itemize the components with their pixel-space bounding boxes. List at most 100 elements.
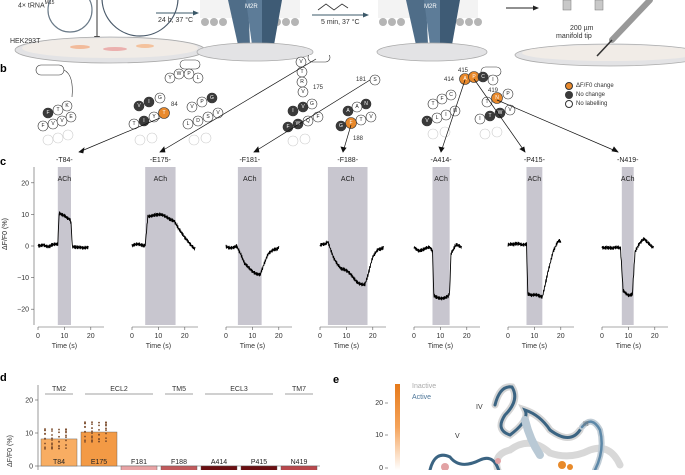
- group-label: TM2: [52, 386, 66, 393]
- data-point: [105, 421, 107, 424]
- ach-stimulus-band: [57, 167, 71, 325]
- x-tick-label: 20: [651, 333, 659, 340]
- group-label: TM7: [292, 386, 306, 393]
- bar-label: F188: [171, 459, 187, 466]
- svg-text:V: V: [137, 103, 141, 109]
- ach-label: ACh: [434, 176, 448, 183]
- data-point: [91, 432, 93, 434]
- svg-text:T: T: [132, 121, 135, 127]
- x-axis-label: Time (s): [240, 343, 265, 350]
- incubation-step-2: 5 min, 37 °C: [321, 19, 360, 26]
- manifold-tip-icon: [514, 0, 685, 67]
- svg-text:P: P: [200, 99, 204, 105]
- data-point: [98, 438, 100, 441]
- x-tick-label: 20: [87, 333, 95, 340]
- data-point: [58, 445, 60, 448]
- svg-text:F: F: [41, 123, 44, 129]
- panel-b-label: b: [0, 63, 7, 75]
- trna-label: 4× tRNAM15: [18, 0, 55, 10]
- bar-label: F181: [131, 459, 147, 466]
- x-tick-label: 20: [369, 333, 377, 340]
- svg-text:A: A: [346, 108, 350, 114]
- svg-text:P: P: [472, 74, 476, 80]
- fluorescence-trace: [37, 211, 89, 250]
- pointer-arrows: [78, 58, 619, 154]
- plasmid-icon: [47, 0, 93, 33]
- svg-text:V: V: [301, 104, 305, 110]
- svg-text:I: I: [445, 112, 446, 118]
- svg-text:L: L: [436, 115, 439, 121]
- legend-item-change: ΔF/F0 change: [565, 82, 614, 90]
- data-point: [84, 430, 86, 433]
- receptor-label: M2R: [424, 4, 437, 10]
- data-point: [84, 439, 86, 442]
- svg-text:G: G: [158, 95, 162, 101]
- x-tick-label: 10: [343, 333, 351, 340]
- svg-text:E: E: [69, 114, 73, 120]
- svg-text:V: V: [508, 107, 512, 113]
- y-tick-label: 0: [29, 464, 33, 471]
- data-point: [44, 442, 46, 445]
- svg-text:A: A: [463, 76, 467, 82]
- residue-legend: ΔF/F0 change No change No labelling: [565, 82, 614, 108]
- svg-text:Y: Y: [168, 75, 172, 81]
- bar-f188: [160, 465, 198, 475]
- data-point: [91, 427, 93, 429]
- y-tick-label: 0: [25, 244, 29, 251]
- svg-text:T: T: [162, 110, 165, 116]
- position-181-label: 181: [356, 77, 367, 83]
- data-point: [44, 429, 46, 432]
- x-tick-label: 20: [463, 333, 471, 340]
- legend-item-no-labelling: No labelling: [565, 100, 614, 108]
- svg-text:F: F: [286, 124, 289, 130]
- data-point: [65, 444, 67, 446]
- svg-text:V: V: [190, 104, 194, 110]
- data-point: [84, 440, 86, 443]
- bar-label: A414: [211, 459, 227, 466]
- panel-a-schematic: 4× tRNAM15 HEK293T 24 h, 37 °C 5 min, 37…: [0, 0, 685, 95]
- x-tick-label: 0: [36, 333, 40, 340]
- data-point: [51, 428, 53, 431]
- bar-t84: [40, 438, 78, 467]
- data-point: [91, 436, 93, 439]
- data-point: [58, 431, 60, 434]
- fluorescence-trace: [225, 244, 280, 277]
- trace-title: -F188-: [337, 157, 358, 164]
- y-tick-label: 10: [25, 431, 33, 438]
- data-point: [98, 428, 100, 431]
- bar-e175: [80, 431, 118, 467]
- svg-text:T: T: [56, 107, 59, 113]
- data-point: [91, 439, 93, 442]
- reagent-structure-icon: [317, 3, 349, 11]
- trace-title: -A414-: [431, 157, 453, 164]
- x-tick-label: 10: [61, 333, 69, 340]
- data-point: [91, 421, 93, 424]
- ach-label: ACh: [58, 176, 72, 183]
- plasmid-icon: [101, 0, 179, 37]
- x-axis-label: Time (s): [616, 343, 641, 350]
- x-tick-label: 20: [275, 333, 283, 340]
- ecl1-tag: [179, 59, 201, 70]
- trace-title: -T84-: [56, 157, 73, 164]
- x-tick-label: 10: [625, 333, 633, 340]
- data-point: [51, 442, 53, 445]
- svg-text:T: T: [359, 117, 362, 123]
- x-tick-label: 10: [437, 333, 445, 340]
- protein-ribbons: [428, 383, 624, 475]
- data-point: [105, 424, 107, 427]
- bar-f181: [120, 465, 158, 475]
- svg-text:V: V: [51, 121, 55, 127]
- x-tick-label: 0: [224, 333, 228, 340]
- trace-title: -E175-: [150, 157, 172, 164]
- svg-text:I: I: [479, 116, 480, 122]
- data-point: [65, 439, 67, 442]
- data-point: [51, 430, 53, 432]
- svg-text:T: T: [431, 101, 434, 107]
- data-point: [84, 422, 86, 425]
- legend-item-no-change: No change: [565, 91, 614, 99]
- colorbar: [395, 384, 400, 470]
- fluorescence-trace: [601, 237, 654, 298]
- position-188-label: 188: [353, 136, 364, 142]
- position-175-label: 175: [313, 85, 324, 91]
